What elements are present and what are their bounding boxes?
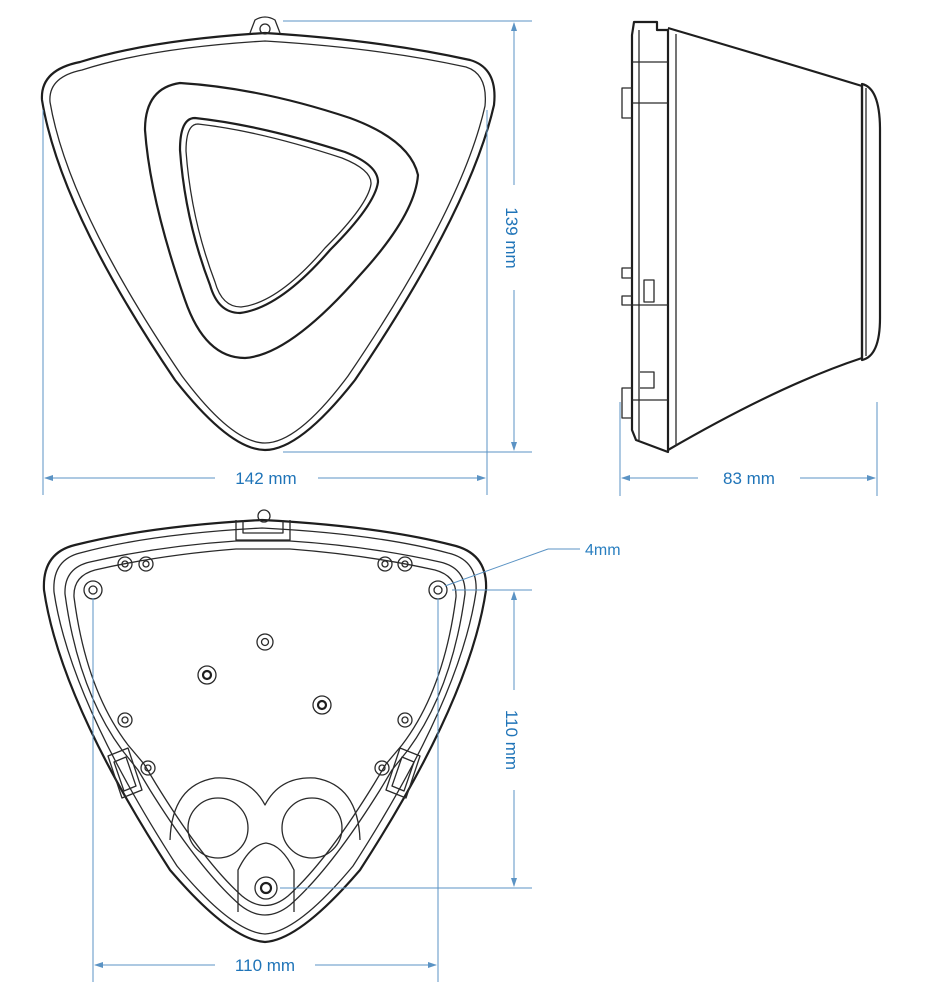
arrow-head bbox=[94, 962, 103, 968]
back-screw-bosses bbox=[117, 556, 413, 776]
arrow-head bbox=[511, 591, 517, 600]
side-depth-label: 83 mm bbox=[723, 469, 775, 488]
hole-diameter-label: 4mm bbox=[585, 542, 621, 559]
back-inner-wall-2 bbox=[73, 548, 457, 907]
front-lens bbox=[178, 116, 380, 315]
front-height-label: 139 mm bbox=[502, 207, 521, 268]
front-width-dimension: 142 mm bbox=[42, 110, 488, 495]
side-clip bbox=[621, 87, 632, 119]
arrow-head bbox=[867, 475, 876, 481]
front-view bbox=[40, 16, 496, 452]
back-corner-slot-inner bbox=[391, 756, 415, 792]
back-mounting-holes bbox=[83, 580, 448, 900]
back-cable-entry-boss bbox=[169, 777, 361, 841]
arrow-head bbox=[477, 475, 486, 481]
arrow-head bbox=[428, 962, 437, 968]
side-clip bbox=[621, 267, 632, 279]
side-body bbox=[667, 26, 864, 451]
arrow-head bbox=[511, 878, 517, 887]
front-top-tab bbox=[249, 16, 281, 34]
front-width-label: 142 mm bbox=[235, 469, 296, 488]
side-clip bbox=[621, 387, 632, 419]
back-horizontal-dimension: 110 mm bbox=[92, 598, 439, 982]
side-depth-dimension: 83 mm bbox=[619, 402, 878, 496]
back-bottom-boss bbox=[237, 842, 295, 912]
back-horizontal-label: 110 mm bbox=[235, 956, 295, 975]
front-lens-inner bbox=[185, 123, 372, 308]
back-inner-wall bbox=[64, 540, 466, 916]
front-tab-hole bbox=[259, 23, 271, 35]
arrow-head bbox=[511, 22, 517, 31]
leader-line bbox=[444, 548, 549, 587]
back-corner-slot bbox=[385, 747, 421, 799]
back-top-tab bbox=[235, 520, 291, 541]
back-cable-knockout bbox=[281, 797, 343, 859]
side-latch bbox=[640, 371, 655, 389]
front-height-dimension: 139 mm bbox=[283, 20, 532, 453]
back-tab-hole bbox=[257, 509, 271, 523]
arrow-head bbox=[511, 442, 517, 451]
side-front-cover bbox=[860, 82, 882, 362]
back-vertical-dimension: 110 mm bbox=[280, 589, 532, 889]
back-corner-slot bbox=[107, 747, 143, 799]
hole-diameter-callout: 4mm bbox=[444, 542, 621, 587]
side-latch bbox=[643, 279, 655, 303]
front-outer-shell bbox=[40, 31, 496, 452]
back-vertical-label: 110 mm bbox=[502, 710, 521, 770]
front-outer-shell-inner bbox=[49, 40, 487, 444]
front-middle-panel bbox=[143, 81, 420, 360]
back-outer-shell-inner bbox=[53, 527, 477, 935]
arrow-head bbox=[621, 475, 630, 481]
side-clip bbox=[621, 295, 632, 306]
side-view bbox=[621, 20, 882, 454]
back-view bbox=[42, 509, 488, 944]
side-back-flange bbox=[630, 20, 670, 454]
back-cable-knockout bbox=[187, 797, 249, 859]
arrow-head bbox=[44, 475, 53, 481]
back-corner-slot-inner bbox=[113, 756, 137, 792]
back-top-tab-inner bbox=[242, 520, 284, 534]
back-outer-shell bbox=[42, 518, 488, 944]
